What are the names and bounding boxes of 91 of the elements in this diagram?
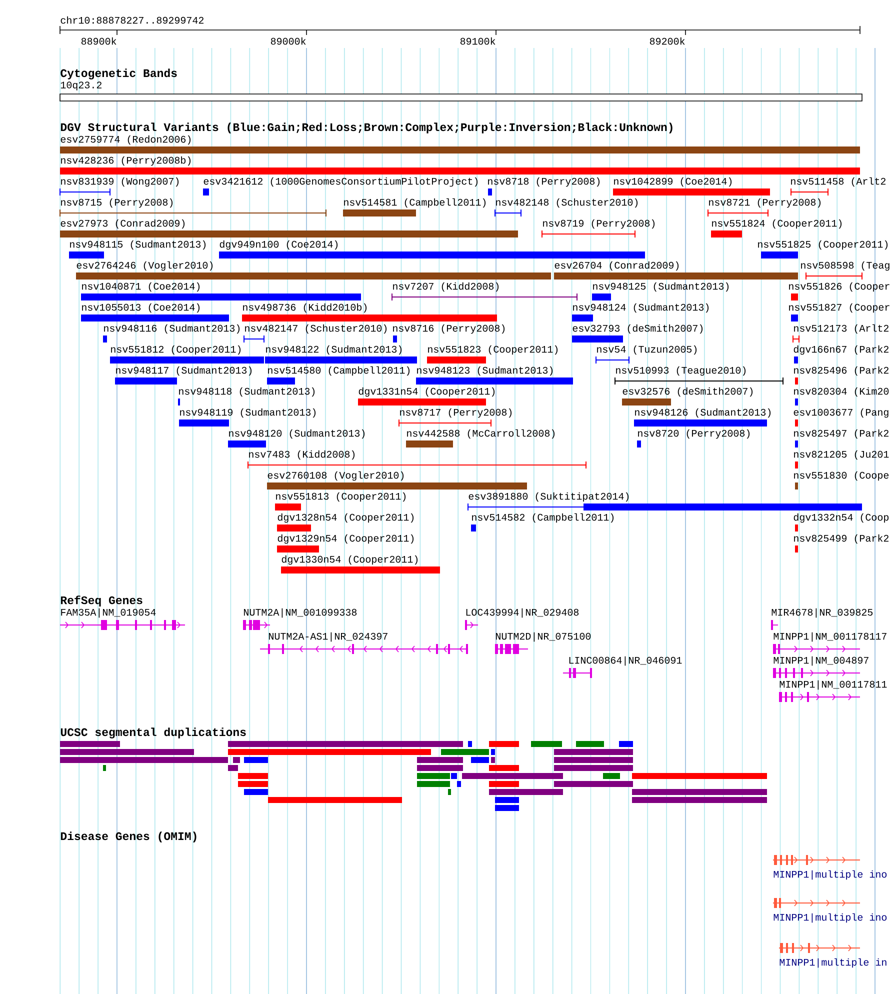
gene-label: MINPP1|NM_00117811 bbox=[780, 680, 887, 690]
gene-label: MINPP1|NM_001178117 bbox=[774, 632, 886, 642]
variant-label: nsv948116 (Sudmant2013) bbox=[104, 324, 240, 334]
variant-label: nsv551813 (Cooper2011) bbox=[276, 492, 406, 502]
variant-label: dgv949n100 (Coe2014) bbox=[220, 240, 338, 250]
axis-tick-label: 89000k bbox=[270, 37, 306, 45]
band-label: 10q23.2 bbox=[60, 82, 102, 90]
disease-gene-label: MINPP1|multiple ino bbox=[774, 870, 887, 880]
variant-label: nsv820304 (Kim20 bbox=[794, 387, 889, 397]
gene-label: MINPP1|NM_004897 bbox=[774, 656, 868, 666]
variant-label: nsv498736 (Kidd2010b) bbox=[243, 303, 367, 313]
gene-label: LINC00864|NR_046091 bbox=[569, 656, 682, 666]
position-label: chr10:88878227..89299742 bbox=[60, 16, 204, 24]
variant-label: nsv7207 (Kidd2008) bbox=[393, 282, 499, 292]
axis-tick-label: 89100k bbox=[460, 37, 496, 45]
variant-label: nsv511458 (Arlt2 bbox=[791, 177, 886, 187]
track-heading: Cytogenetic Bands bbox=[60, 68, 177, 80]
disease-gene-label: MINPP1|multiple in bbox=[780, 958, 886, 968]
variant-label: nsv948117 (Sudmant2013) bbox=[116, 366, 252, 376]
variant-label: dgv1332n54 (Coop bbox=[794, 513, 889, 523]
variant-label: nsv551823 (Cooper2011) bbox=[428, 345, 558, 355]
variant-label: nsv1042899 (Coe2014) bbox=[614, 177, 732, 187]
variant-label: esv1003677 (Pang bbox=[794, 408, 888, 418]
variant-label: esv2760108 (Vogler2010) bbox=[268, 471, 404, 481]
variant-label: nsv482147 (Schuster2010) bbox=[245, 324, 387, 334]
variant-label: nsv551812 (Cooper2011) bbox=[111, 345, 241, 355]
variant-label: nsv948118 (Sudmant2013) bbox=[179, 387, 315, 397]
variant-label: dgv166n67 (Park2 bbox=[794, 345, 888, 355]
variant-label: nsv1040871 (Coe2014) bbox=[82, 282, 200, 292]
variant-label: nsv8716 (Perry2008) bbox=[393, 324, 505, 334]
variant-label: esv32576 (deSmith2007) bbox=[622, 387, 753, 397]
gene-label: MIR4678|NR_039825 bbox=[772, 608, 873, 618]
variant-label: nsv948115 (Sudmant2013) bbox=[70, 240, 206, 250]
variant-label: nsv948124 (Sudmant2013) bbox=[573, 303, 709, 313]
variant-label: nsv821205 (Ju201 bbox=[794, 450, 889, 460]
variant-label: nsv7483 (Kidd2008) bbox=[249, 450, 355, 460]
variant-label: nsv948125 (Sudmant2013) bbox=[593, 282, 729, 292]
variant-label: nsv442588 (McCarroll2008) bbox=[407, 429, 555, 439]
variant-label: nsv551826 (Cooper bbox=[789, 282, 890, 292]
gene-label: LOC439994|NR_029408 bbox=[466, 608, 579, 618]
variant-label: dgv1328n54 (Cooper2011) bbox=[278, 513, 414, 523]
variant-label: esv3891880 (Suktitipat2014) bbox=[468, 492, 629, 502]
variant-label: nsv482148 (Schuster2010) bbox=[496, 198, 638, 208]
track-heading: RefSeq Genes bbox=[60, 596, 142, 606]
variant-label: dgv1331n54 (Cooper2011) bbox=[358, 387, 495, 397]
variant-label: esv32793 (deSmith2007) bbox=[572, 324, 703, 334]
gene-label: NUTM2A-AS1|NR_024397 bbox=[268, 632, 388, 642]
variant-label: nsv948123 (Sudmant2013) bbox=[417, 366, 553, 376]
variant-label: esv2759774 (Redon2006) bbox=[60, 135, 191, 145]
variant-label: nsv514581 (Campbell2011) bbox=[344, 198, 486, 208]
variant-label: nsv508598 (Teag bbox=[801, 261, 890, 271]
variant-label: nsv1055013 (Coe2014) bbox=[82, 303, 200, 313]
variant-label: esv2764246 (Vogler2010) bbox=[76, 261, 213, 271]
track-heading: UCSC segmental duplications bbox=[60, 728, 246, 738]
gene-label: NUTM2A|NM_001099338 bbox=[244, 608, 357, 618]
variant-label: esv26704 (Conrad2009) bbox=[554, 261, 679, 271]
variant-label: nsv512173 (Arlt2 bbox=[794, 324, 888, 334]
track-heading: Disease Genes (OMIM) bbox=[60, 832, 196, 842]
variant-label: nsv8718 (Perry2008) bbox=[488, 177, 600, 187]
variant-label: nsv948120 (Sudmant2013) bbox=[229, 429, 365, 439]
variant-label: nsv948119 (Sudmant2013) bbox=[180, 408, 316, 418]
variant-label: nsv8717 (Perry2008) bbox=[400, 408, 512, 418]
variant-label: nsv551830 (Coope bbox=[794, 471, 889, 481]
variant-label: nsv8719 (Perry2008) bbox=[543, 219, 655, 229]
variant-label: nsv551825 (Cooper2011) bbox=[758, 240, 888, 250]
variant-label: nsv8721 (Perry2008) bbox=[709, 198, 821, 208]
variant-label: nsv825499 (Park2 bbox=[794, 534, 888, 544]
axis-tick-label: 88900k bbox=[81, 37, 116, 45]
variant-label: nsv8720 (Perry2008) bbox=[638, 429, 750, 439]
variant-label: dgv1330n54 (Cooper2011) bbox=[282, 555, 418, 565]
variant-label: nsv825497 (Park2 bbox=[794, 429, 888, 439]
variant-label: nsv948126 (Sudmant2013) bbox=[635, 408, 771, 418]
variant-label: nsv514582 (Campbell2011) bbox=[472, 513, 614, 523]
gene-label: NUTM2D|NR_075100 bbox=[496, 632, 591, 642]
variant-label: nsv831939 (Wong2007) bbox=[61, 177, 179, 187]
axis-tick-label: 89200k bbox=[650, 37, 685, 45]
disease-gene-label: MINPP1|multiple ino bbox=[774, 913, 887, 923]
variant-label: nsv428236 (Perry2008b) bbox=[61, 156, 191, 166]
variant-label: nsv551827 (Cooper bbox=[789, 303, 890, 313]
variant-label: nsv825496 (Park2 bbox=[794, 366, 888, 376]
variant-label: nsv514580 (Campbell2011) bbox=[268, 366, 410, 376]
variant-label: dgv1329n54 (Cooper2011) bbox=[278, 534, 414, 544]
track-heading: DGV Structural Variants (Blue:Gain;Red:Loss;Brown:Complex;Purple:Inversion;Black:Unknown) bbox=[60, 122, 672, 134]
variant-label: nsv948122 (Sudmant2013) bbox=[266, 345, 402, 355]
variant-label: esv3421612 (1000GenomesConsortiumPilotProject) bbox=[204, 177, 478, 187]
variant-label: nsv510993 (Teague2010) bbox=[616, 366, 746, 376]
variant-label: nsv8715 (Perry2008) bbox=[61, 198, 173, 208]
variant-label: nsv551824 (Cooper2011) bbox=[712, 219, 842, 229]
gene-label: FAM35A|NM_019054 bbox=[61, 608, 156, 618]
variant-label: esv27973 (Conrad2009) bbox=[60, 219, 185, 229]
variant-label: nsv54 (Tuzun2005) bbox=[597, 345, 697, 355]
